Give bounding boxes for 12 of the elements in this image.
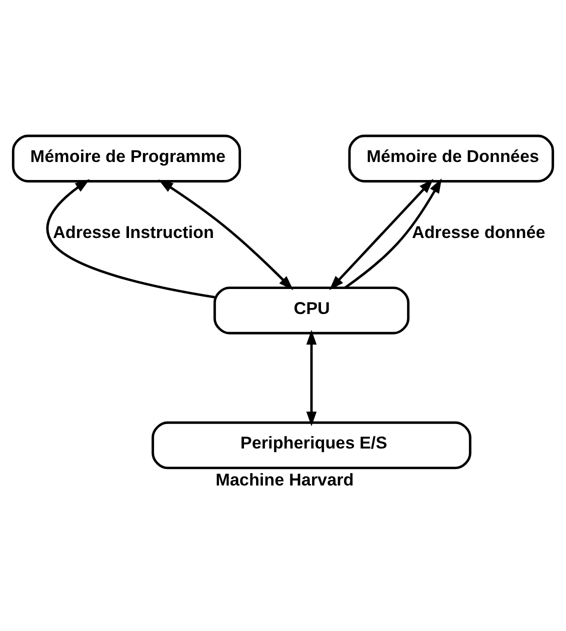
arrow [344, 178, 442, 288]
edge-label: Adresse donnée [412, 221, 546, 242]
arrow [306, 329, 317, 426]
node-box: Mémoire de Données [348, 134, 554, 182]
arrow [158, 178, 294, 290]
node-box: Peripheriques E/S [152, 420, 472, 469]
node-box: Mémoire de Programme [12, 134, 242, 182]
arrow [329, 178, 434, 290]
node-box: CPU [213, 286, 410, 334]
caption: Machine Harvard [216, 468, 354, 489]
arrow [46, 178, 215, 298]
edge-label: Adresse Instruction [52, 221, 214, 242]
